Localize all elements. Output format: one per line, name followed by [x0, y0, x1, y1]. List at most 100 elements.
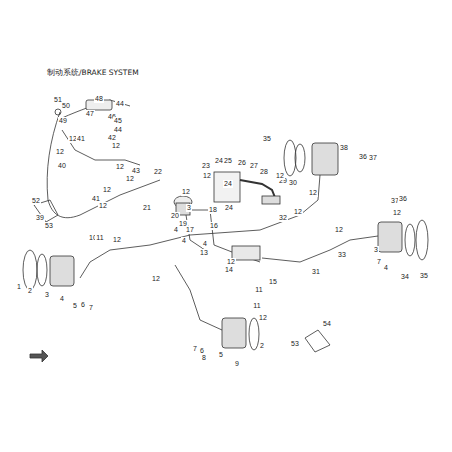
callout-number: 12	[111, 142, 121, 150]
callout-number: 38	[339, 144, 349, 152]
caliper	[50, 256, 74, 286]
callout-number: 32	[278, 214, 288, 222]
callout-number: 12	[112, 236, 122, 244]
callout-number: 53	[44, 222, 54, 230]
callout-number: 31	[311, 268, 321, 276]
callout-number: 1	[16, 283, 22, 291]
brake-line	[80, 175, 320, 278]
callout-number: 50	[61, 102, 71, 110]
callout-number: 12	[226, 258, 236, 266]
brake-line	[262, 236, 378, 262]
callout-number: 12	[293, 208, 303, 216]
callout-number: 13	[199, 249, 209, 257]
callout-number: 48	[94, 95, 104, 103]
callout-number: 25	[223, 157, 233, 165]
brake-line	[175, 265, 222, 330]
callout-number: 27	[249, 162, 259, 170]
callout-number: 49	[58, 117, 68, 125]
callout-number: 28	[259, 168, 269, 176]
callout-number: 5	[72, 302, 78, 310]
pedal-bracket	[214, 172, 240, 202]
callout-number: 24	[223, 180, 233, 188]
callout-number: 24	[224, 204, 234, 212]
callout-number: 21	[142, 204, 152, 212]
callout-number: 12	[334, 226, 344, 234]
callout-number: 16	[209, 222, 219, 230]
callout-number: 4	[59, 295, 65, 303]
callout-number: 36	[358, 153, 368, 161]
callout-number: 4	[181, 237, 187, 245]
callout-number: 39	[35, 214, 45, 222]
callout-number: 43	[131, 167, 141, 175]
callout-number: 37	[368, 154, 378, 162]
callout-number: 33	[337, 251, 347, 259]
callout-number: 7	[376, 258, 382, 266]
callout-number: 12	[392, 209, 402, 217]
callout-number: 36	[398, 195, 408, 203]
caliper	[222, 318, 246, 348]
caliper	[378, 222, 402, 252]
brake-disc	[416, 220, 428, 260]
callout-number: 7	[88, 304, 94, 312]
callout-number: 30	[288, 179, 298, 187]
callout-number: 3	[186, 204, 192, 212]
callout-number: 12	[275, 172, 285, 180]
callout-number: 9	[234, 360, 240, 368]
callout-number: 15	[268, 278, 278, 286]
callout-number: 11	[254, 286, 263, 294]
callout-number: 5	[218, 351, 224, 359]
callout-number: 12	[125, 175, 135, 183]
callout-number: 35	[262, 135, 272, 143]
callout-number: 23	[201, 162, 211, 170]
caliper	[312, 143, 338, 175]
pedal-pad	[262, 196, 280, 204]
callout-number: 3	[44, 291, 50, 299]
callout-number: 3	[373, 246, 379, 254]
callout-number: 7	[192, 345, 198, 353]
callout-number: 11	[252, 302, 261, 310]
parking-cable	[47, 112, 160, 218]
callout-number: 12	[151, 275, 161, 283]
brake-pad	[405, 224, 415, 256]
callout-number: 4	[383, 264, 389, 272]
cable-end	[55, 109, 61, 115]
callout-number: 52	[31, 197, 41, 205]
callout-number: 22	[153, 168, 163, 176]
callout-number: 12	[102, 186, 112, 194]
callout-number: 17	[185, 226, 195, 234]
callout-number: 2	[27, 287, 33, 295]
callout-number: 12	[115, 163, 125, 171]
parking-cable	[62, 130, 140, 165]
callout-number: 53	[290, 340, 300, 348]
callout-number: 12	[258, 314, 268, 322]
callout-number: 4	[173, 226, 179, 234]
dust-shield	[305, 330, 330, 352]
callout-number: 44	[113, 126, 123, 134]
callout-number: 44	[115, 100, 125, 108]
callout-number: 12	[308, 189, 318, 197]
callout-number: 8	[201, 354, 207, 362]
callout-number: 54	[322, 320, 332, 328]
callout-number: 11	[95, 234, 104, 242]
callout-number: 14	[224, 266, 234, 274]
callout-number: 18	[208, 206, 218, 214]
callout-number: 12	[181, 188, 191, 196]
callout-number: 35	[419, 272, 429, 280]
brake-pad	[249, 318, 259, 350]
diagram-title: 制动系统/BRAKE SYSTEM	[47, 68, 139, 78]
brake-line	[190, 210, 260, 262]
callout-number: 12	[55, 148, 65, 156]
callout-number: 20	[170, 212, 180, 220]
callout-number: 12	[202, 172, 212, 180]
callout-number: 42	[107, 134, 117, 142]
callout-number: 41	[76, 135, 86, 143]
brake-pad	[37, 254, 47, 286]
callout-number: 26	[237, 159, 247, 167]
brake-disc	[284, 140, 296, 176]
brake-pad	[295, 144, 305, 172]
front-arrow	[30, 350, 48, 362]
callout-number: 2	[259, 342, 265, 350]
master-cylinder	[232, 246, 260, 260]
callout-number: 45	[113, 117, 123, 125]
